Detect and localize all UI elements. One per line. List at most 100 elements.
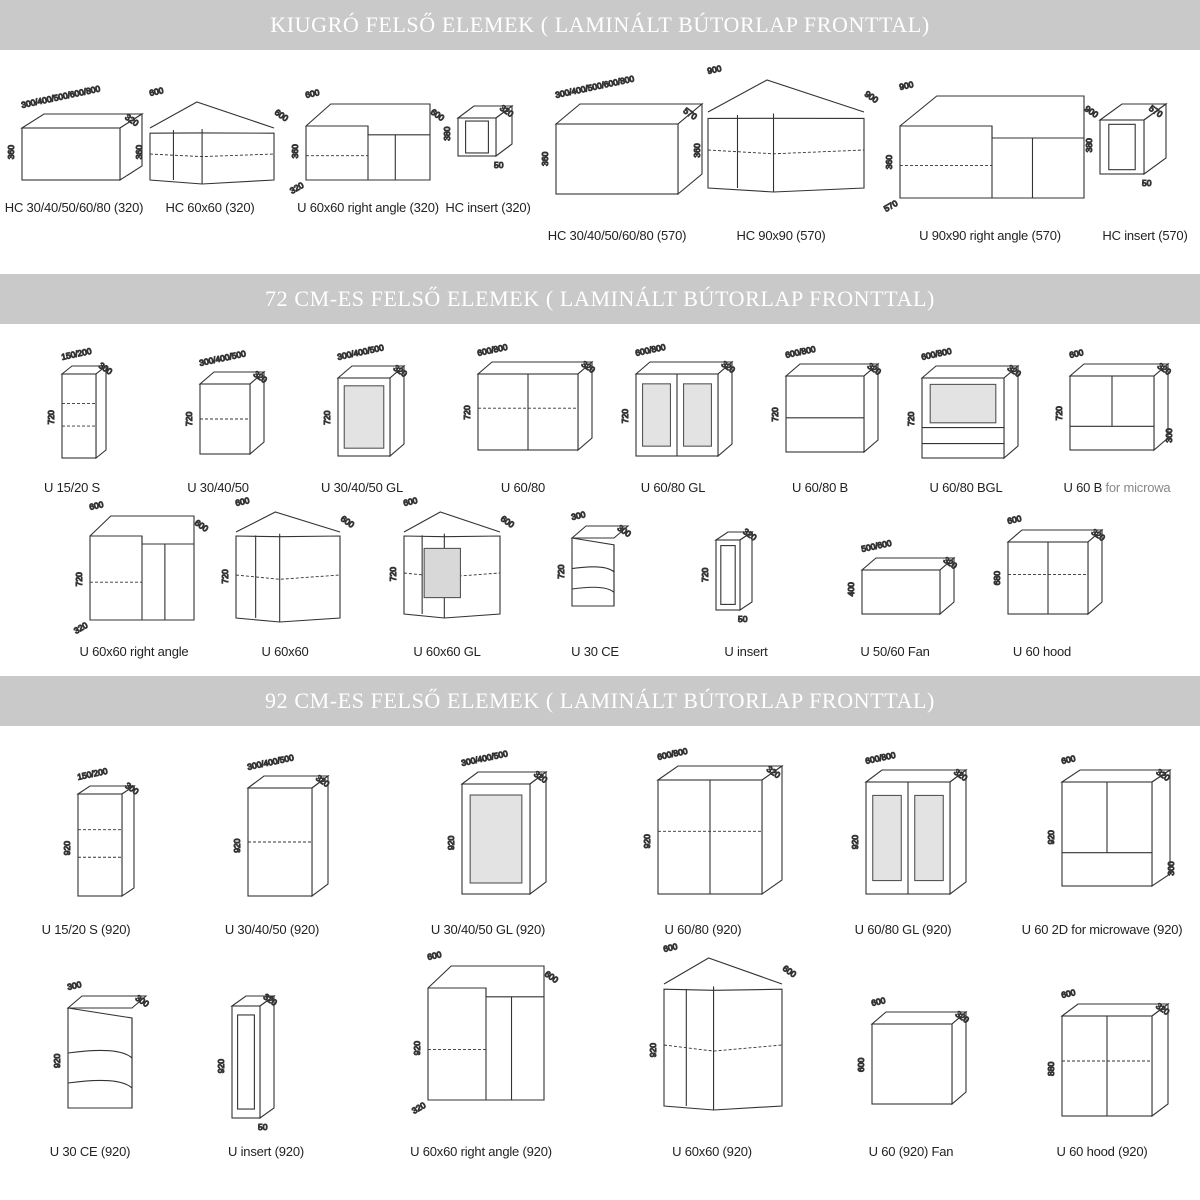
dimension-label: 600 — [88, 499, 104, 512]
cabinet-label: U 60/80 (920) — [665, 922, 742, 937]
cabinet-label: U insert (920) — [228, 1144, 304, 1159]
dimension-label: 920 — [412, 1041, 422, 1055]
cabinet-label: U 50/60 Fan — [860, 644, 930, 659]
cabinet-code: U 60/80 — [500, 480, 546, 495]
cabinet-label: U 60 B for microwa — [1064, 480, 1171, 495]
dimension-label: 300/400/500/600/800 — [20, 83, 101, 110]
dimension-label: 600 — [273, 107, 291, 123]
cabinet-label: U 60x60 GL — [413, 644, 481, 659]
dimension-label: 300/400/500 — [460, 748, 509, 768]
section-header-92cm-wall-units: 92 CM-ES FELSŐ ELEMEK ( LAMINÁLT BÚTORLA… — [0, 676, 1200, 726]
dimension-label: 380 — [442, 126, 452, 140]
cabinet-label: HC 60x60 (320) — [166, 200, 255, 215]
cabinet-code: HC insert (320) — [445, 200, 531, 215]
dimension-label: 600 — [193, 517, 211, 533]
dimension-label: 150/200 — [76, 766, 108, 782]
cabinet-code: U 90x90 right angle (570) — [919, 228, 1061, 243]
dimension-label: 920 — [642, 834, 652, 848]
cabinet-label: U 30/40/50 (920) — [224, 922, 320, 937]
dimension-label: 400 — [846, 582, 856, 596]
dimension-label: 720 — [322, 410, 332, 424]
dimension-label: 720 — [906, 412, 916, 426]
cabinet-label: U 30/40/50 GL — [321, 480, 403, 495]
dimension-label: 920 — [446, 836, 456, 850]
cabinet-code: U 60 B — [1063, 480, 1103, 495]
cabinet-label: U 60/80 — [501, 480, 545, 495]
dimension-label: 720 — [620, 409, 630, 423]
cabinet-code: U 30/40/50 (920) — [224, 922, 320, 937]
dimension-label: 920 — [216, 1059, 226, 1073]
dimension-label: 600/800 — [476, 342, 508, 358]
dimension-label: 300/400/500 — [336, 342, 385, 362]
dimension-label: 360 — [134, 145, 144, 159]
dimension-label: 920 — [232, 838, 242, 852]
cabinet-code: U 50/60 Fan — [860, 644, 930, 659]
dimension-label: 300 — [134, 993, 152, 1009]
cabinet-code: HC insert (570) — [1102, 228, 1188, 243]
dimension-label: 360 — [290, 144, 300, 158]
cabinet-label: HC 30/40/50/60/80 (320) — [5, 200, 144, 215]
dimension-label: 720 — [770, 407, 780, 421]
dimension-label: 920 — [850, 835, 860, 849]
dimension-label: 300 — [1164, 428, 1174, 442]
dimension-label: 600 — [304, 87, 320, 100]
cabinet-label: U 30 CE (920) — [50, 1144, 131, 1159]
cabinet-code: HC 60x60 (320) — [165, 200, 255, 215]
cabinet-code: U 15/20 S — [43, 480, 101, 495]
dimension-label: 600/800 — [920, 346, 952, 362]
dimension-label: 720 — [1054, 406, 1064, 420]
cabinet-code: U 60/80 BGL — [929, 480, 1003, 495]
cabinet-drawing-icon: 600 600 360 — [133, 85, 291, 185]
section-title: KIUGRÓ FELSŐ ELEMEK ( LAMINÁLT BÚTORLAP … — [270, 12, 930, 37]
cabinet-code: U 30 CE — [571, 644, 619, 659]
cabinet-label: U 60/80 BGL — [930, 480, 1003, 495]
cabinet-label: U 60x60 — [261, 644, 308, 659]
dimension-label: 900 — [706, 63, 722, 76]
cabinet-code: U 60x60 right angle (920) — [410, 1144, 552, 1159]
dimension-label: 300 — [616, 523, 634, 539]
cabinet-label: U 60/80 GL (920) — [855, 922, 952, 937]
dimension-label: 320 — [410, 1100, 428, 1116]
cabinet-code: U 60 (920) Fan — [868, 1144, 954, 1159]
dimension-label: 720 — [700, 568, 710, 582]
dimension-label: 600 — [148, 85, 164, 98]
cabinet-code: U insert — [724, 644, 768, 659]
cabinet-label: U 30/40/50 — [187, 480, 249, 495]
dimension-label: 600 — [429, 107, 447, 123]
dimension-label: 600/800 — [784, 344, 816, 360]
cabinet-label: U insert — [724, 644, 767, 659]
cabinet-code: U 60/80 (920) — [664, 922, 742, 937]
cabinet-label: U 30/40/50 GL (920) — [431, 922, 545, 937]
cabinet-code: U 15/20 S (920) — [41, 922, 131, 937]
cabinet-label: U 15/20 S (920) — [42, 922, 131, 937]
dimension-label: 720 — [184, 412, 194, 426]
dimension-label: 600 — [339, 513, 357, 529]
dimension-label: 360 — [6, 145, 16, 159]
section-title: 72 CM-ES FELSŐ ELEMEK ( LAMINÁLT BÚTORLA… — [265, 286, 935, 311]
cabinet-code: U 60x60 (920) — [672, 1144, 752, 1159]
dimension-label: 360 — [884, 155, 894, 169]
cabinet-code: HC 30/40/50/60/80 (320) — [4, 200, 144, 215]
dimension-label: 920 — [62, 841, 72, 855]
dimension-label: 720 — [46, 410, 56, 424]
